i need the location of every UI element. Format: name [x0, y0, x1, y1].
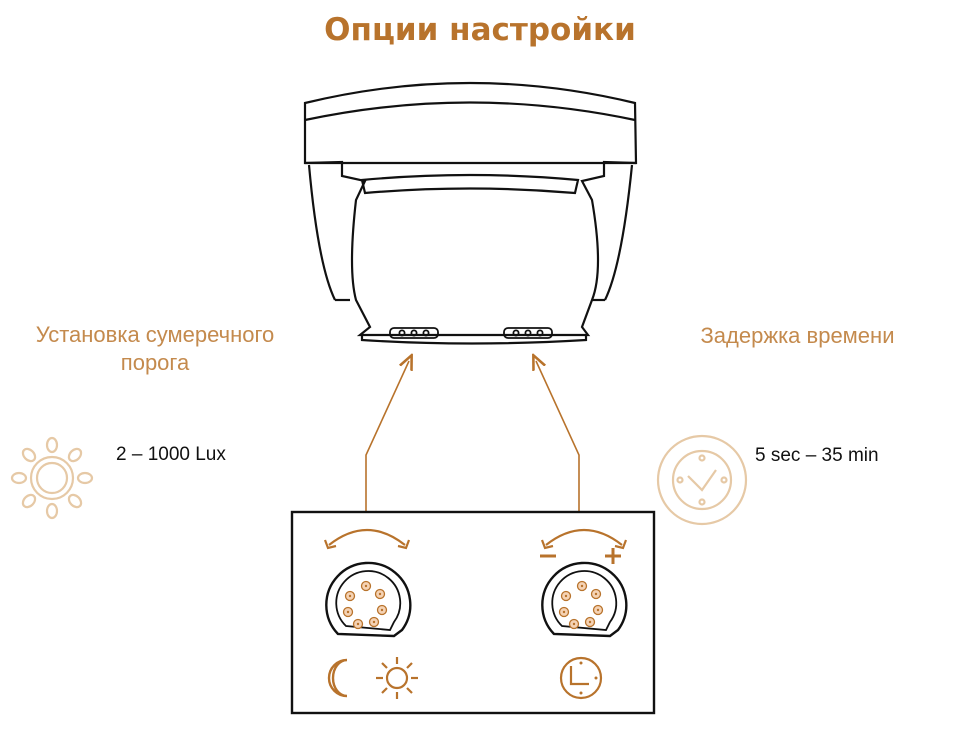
moon-icon [327, 658, 348, 698]
time-range-value: 5 sec – 35 min [755, 445, 879, 466]
lux-range-value: 2 – 1000 Lux [116, 444, 226, 465]
clock-icon [559, 656, 603, 700]
clock-icon [656, 434, 748, 526]
rotate-arrow-right [545, 528, 623, 546]
rotate-arrow-left [328, 528, 406, 546]
device-adjust-knob-left [389, 327, 439, 339]
time-delay-knob[interactable] [541, 561, 628, 638]
motion-sensor-device [303, 81, 638, 345]
device-adjust-knob-right [503, 327, 553, 339]
plus-sign [605, 548, 621, 564]
sun-icon [10, 436, 94, 520]
twilight-threshold-label: Установка сумеречного порога [35, 322, 275, 375]
page-title: Опции настройки [324, 12, 636, 48]
time-delay-label: Задержка времени [700, 323, 895, 348]
sun-icon [376, 657, 418, 699]
arrow-to-left-knob [365, 361, 409, 511]
arrow-to-right-knob [536, 361, 580, 511]
twilight-knob[interactable] [325, 561, 412, 638]
